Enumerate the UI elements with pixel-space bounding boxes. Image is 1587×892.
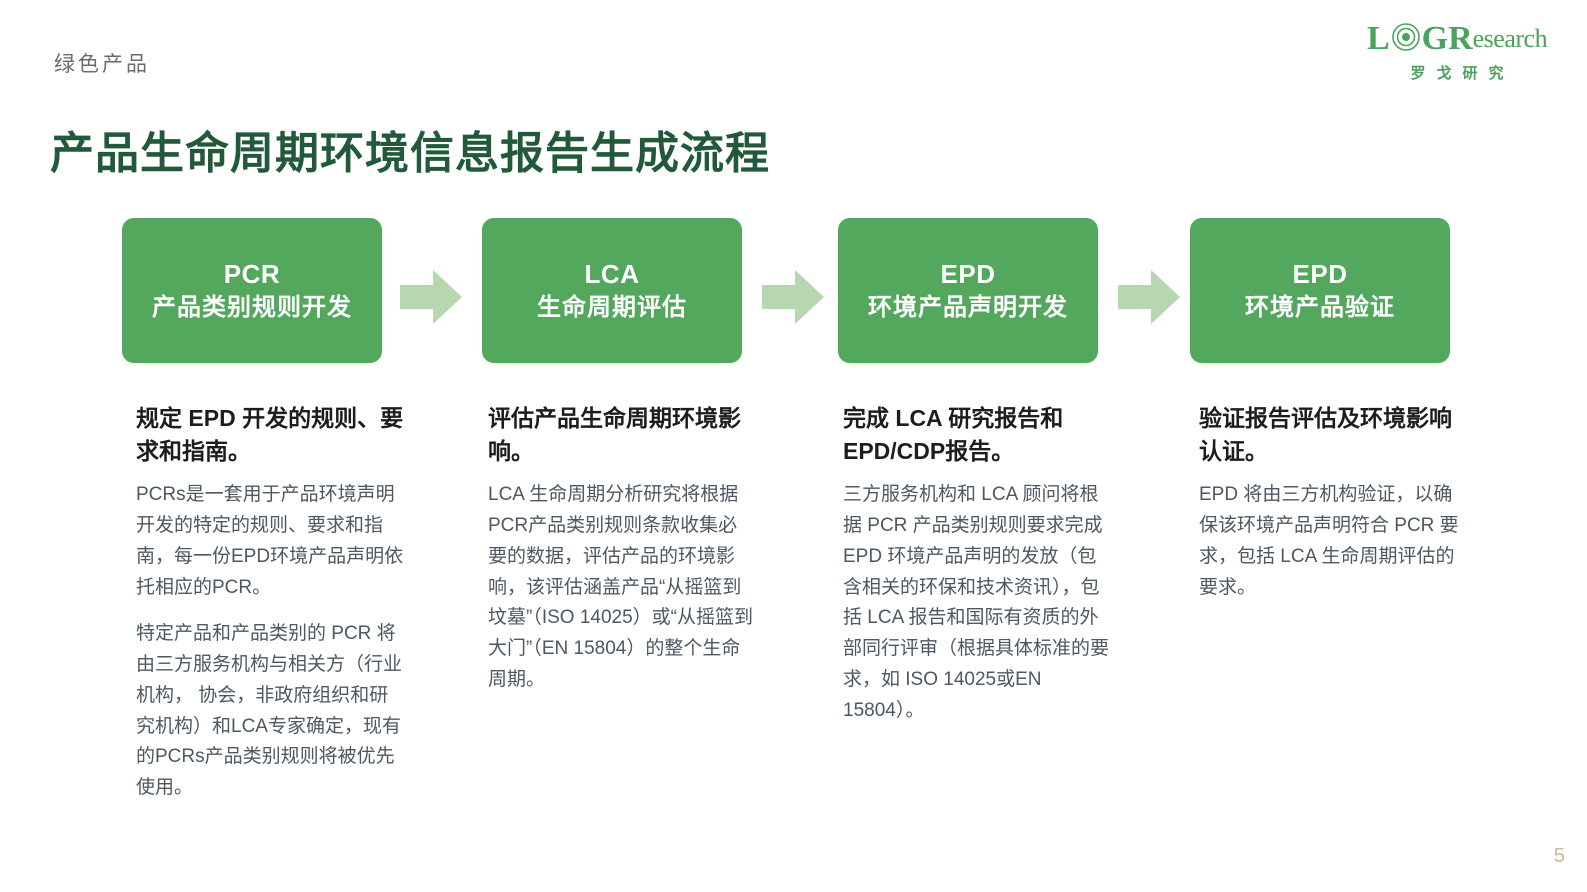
flow-step-name: 环境产品验证 bbox=[1245, 294, 1395, 322]
brand-logo: L G R esearch 罗戈研究 bbox=[1366, 20, 1548, 83]
flow-arrow-right-icon-1 bbox=[400, 270, 462, 324]
flow-arrow-right-icon-3 bbox=[1118, 270, 1180, 324]
column-paragraph: LCA 生命周期分析研究将根据PCR产品类别规则条款收集必要的数据，评估产品的环… bbox=[488, 484, 753, 690]
page-number: 5 bbox=[1553, 845, 1565, 867]
logo-chinese-name: 罗戈研究 bbox=[1410, 65, 1515, 82]
flow-step-name: 环境产品声明开发 bbox=[868, 294, 1068, 322]
flow-step-code: EPD bbox=[1292, 258, 1348, 289]
column-paragraph: 特定产品和产品类别的 PCR 将由三方服务机构与相关方（行业机构， 协会，非政府… bbox=[136, 623, 403, 799]
column-paragraph: 三方服务机构和 LCA 顾问将根据 PCR 产品类别规则要求完成 EPD 环境产… bbox=[843, 484, 1110, 721]
flow-step-code: LCA bbox=[584, 258, 640, 289]
process-flow: PCR 产品类别规则开发 LCA 生命周期评估 EPD 环境产品声明开发 EPD… bbox=[122, 218, 1452, 363]
flow-step-box-3: EPD 环境产品声明开发 bbox=[838, 218, 1098, 363]
eyebrow-label: 绿色产品 bbox=[54, 53, 150, 76]
column-heading: 评估产品生命周期环境影响。 bbox=[488, 405, 741, 464]
target-icon bbox=[1391, 22, 1421, 57]
description-column-2: 评估产品生命周期环境影响。 LCA 生命周期分析研究将根据PCR产品类别规则条款… bbox=[488, 402, 756, 696]
logo-wordmark: L G R esearch bbox=[1366, 20, 1548, 58]
column-paragraph: PCRs是一套用于产品环境声明开发的特定的规则、要求和指南，每一份EPD环境产品… bbox=[136, 484, 404, 598]
flow-step-box-4: EPD 环境产品验证 bbox=[1190, 218, 1450, 363]
page-title: 产品生命周期环境信息报告生成流程 bbox=[50, 129, 770, 179]
column-heading: 规定 EPD 开发的规则、要求和指南。 bbox=[136, 405, 404, 464]
logo-word-research: esearch bbox=[1472, 24, 1548, 53]
description-column-3: 完成 LCA 研究报告和EPD/CDP报告。 三方服务机构和 LCA 顾问将根据… bbox=[843, 402, 1111, 726]
flow-step-box-1: PCR 产品类别规则开发 bbox=[122, 218, 382, 363]
flow-step-code: EPD bbox=[940, 258, 996, 289]
flow-step-code: PCR bbox=[223, 258, 281, 289]
logo-letter-g: G bbox=[1421, 20, 1449, 57]
column-heading: 完成 LCA 研究报告和EPD/CDP报告。 bbox=[843, 405, 1064, 464]
description-column-1: 规定 EPD 开发的规则、要求和指南。 PCRs是一套用于产品环境声明开发的特定… bbox=[136, 402, 404, 804]
flow-arrow-right-icon-2 bbox=[762, 270, 824, 324]
flow-step-box-2: LCA 生命周期评估 bbox=[482, 218, 742, 363]
description-column-4: 验证报告评估及环境影响认证。 EPD 将由三方机构验证，以确保该环境产品声明符合… bbox=[1199, 402, 1467, 603]
logo-letter-r: R bbox=[1448, 20, 1473, 57]
flow-step-name: 产品类别规则开发 bbox=[152, 294, 352, 322]
logo-letter-l: L bbox=[1366, 20, 1390, 57]
column-paragraph: EPD 将由三方机构验证，以确保该环境产品声明符合 PCR 要求，包括 LCA … bbox=[1199, 484, 1459, 598]
flow-step-name: 生命周期评估 bbox=[537, 294, 687, 322]
column-heading: 验证报告评估及环境影响认证。 bbox=[1199, 405, 1452, 464]
